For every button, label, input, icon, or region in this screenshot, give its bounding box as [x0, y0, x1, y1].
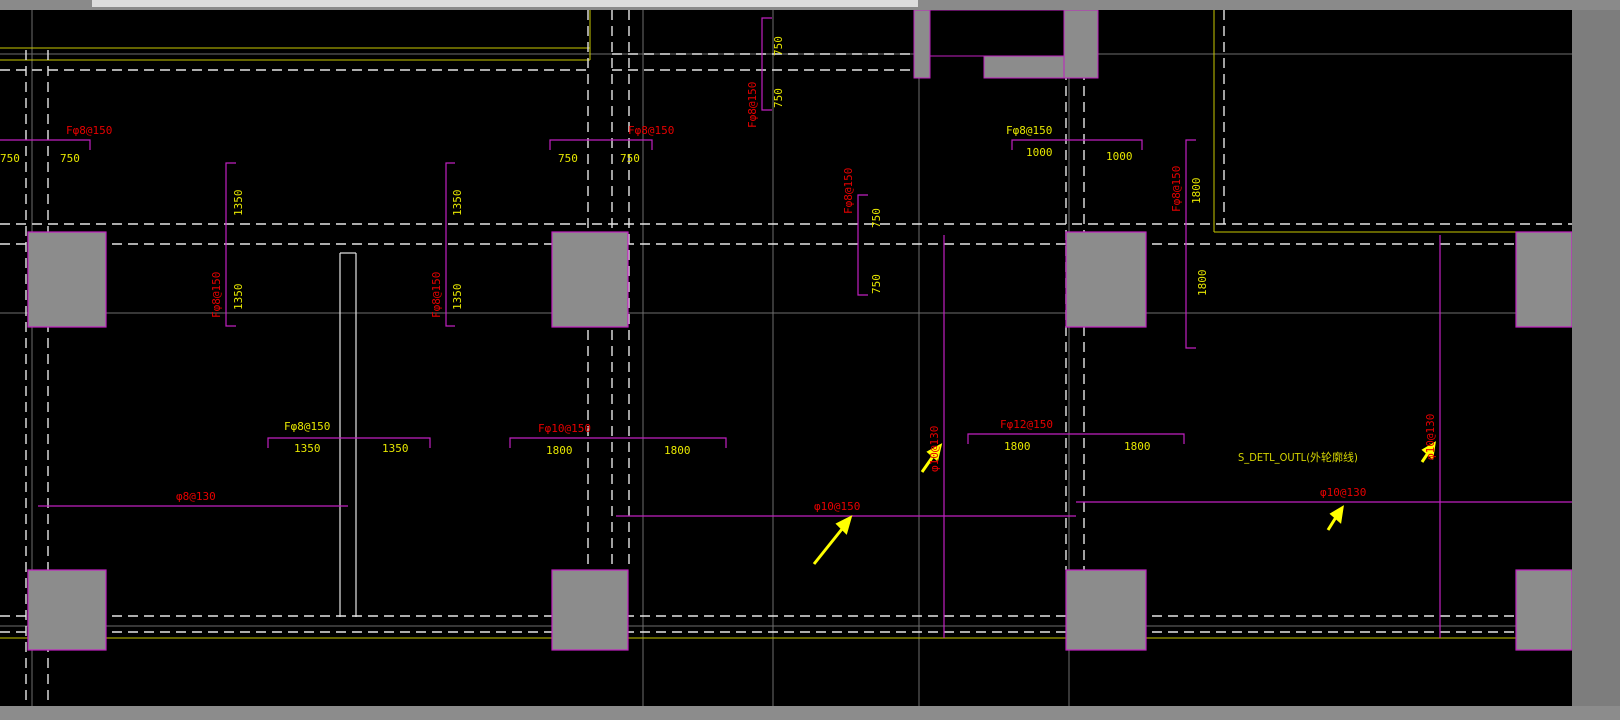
dimension-label: 1800	[546, 444, 573, 457]
column	[551, 569, 629, 651]
column	[27, 231, 107, 328]
rebar-label: Fφ8@150	[66, 124, 112, 137]
rebar-labels-vertical: Fφ8@150 Fφ8@150 Fφ8@150 Fφ8@150 Fφ8@150 …	[210, 82, 1437, 472]
wall-fill	[913, 10, 931, 79]
dimension-label: 1800	[1004, 440, 1031, 453]
dimension-label: 750	[60, 152, 80, 165]
column	[1515, 569, 1572, 651]
dimension-label: 750	[620, 152, 640, 165]
toolbar-tab-region[interactable]	[92, 0, 918, 7]
right-side-panel	[1572, 10, 1620, 710]
dimension-label: 1350	[451, 284, 464, 311]
rebar-label: Fφ8@150	[284, 420, 330, 433]
rebar-label: Fφ8@150	[628, 124, 674, 137]
dimension-labels-vertical: 750 750 1350 1350 1350 1350 750 750 1800…	[232, 36, 1209, 310]
dimension-label: 750	[870, 274, 883, 294]
rebar-label: φ8@130	[176, 490, 216, 503]
dimension-label: 1000	[1106, 150, 1133, 163]
dimension-label: 1350	[382, 442, 409, 455]
dimension-labels: 750 750 750 750 1000 1000 1350 1350 1800…	[0, 146, 1151, 457]
dimension-label: 1350	[232, 190, 245, 217]
pointer-arrow	[812, 523, 848, 565]
dimension-label: 750	[870, 208, 883, 228]
dimension-label: 1800	[664, 444, 691, 457]
grid-lines	[0, 10, 1572, 706]
dimension-label: 1350	[232, 284, 245, 311]
rebar-bracket	[549, 139, 653, 150]
rebar-bracket	[967, 433, 1185, 444]
dimension-label: 1800	[1124, 440, 1151, 453]
rebar-label: Fφ8@150	[210, 272, 223, 318]
dimension-label: 750	[558, 152, 578, 165]
rebar-bracket	[761, 17, 772, 111]
rebar-bracket	[857, 194, 868, 296]
pointer-arrow-head	[1421, 441, 1436, 460]
dashed-beams	[0, 10, 1572, 706]
rebar-label: Fφ10@150	[538, 422, 591, 435]
wall-fill	[983, 55, 1065, 79]
dimension-label: 1350	[451, 190, 464, 217]
dimension-label: 1000	[1026, 146, 1053, 159]
dimension-label: 750	[772, 88, 785, 108]
rebar-bracket	[225, 162, 236, 327]
rebar-bracket	[0, 139, 91, 150]
rebar-label: φ10@130	[928, 426, 941, 472]
wall-fill	[1063, 10, 1099, 79]
rebar-bracket	[509, 437, 727, 448]
rebar-label: Fφ8@150	[1170, 166, 1183, 212]
column	[1515, 231, 1572, 328]
dimension-label: 1800	[1190, 178, 1203, 205]
status-bar	[0, 706, 1620, 720]
column	[551, 231, 629, 328]
drawing-canvas[interactable]: Fφ8@150 Fφ8@150 Fφ8@150 Fφ10@150 Fφ12@15…	[0, 10, 1572, 706]
top-toolbar-strip	[0, 0, 1620, 10]
layer-name-tooltip: S_DETL_OUTL(外轮廓线)	[1238, 450, 1358, 464]
outline-lines	[0, 10, 1572, 639]
dimension-label: 1800	[1196, 270, 1209, 297]
columns	[27, 231, 1572, 651]
pointer-arrow-head	[835, 515, 853, 535]
rebar-label: φ10@130	[1424, 414, 1437, 460]
column	[1065, 231, 1147, 328]
dimension-label: 1350	[294, 442, 321, 455]
pointer-arrow-head	[1329, 505, 1344, 524]
rebar-label: φ10@150	[814, 500, 860, 513]
column	[27, 569, 107, 651]
rebar-label: Fφ12@150	[1000, 418, 1053, 431]
rebar-bracket	[445, 162, 455, 327]
rebar-bracket	[267, 437, 431, 448]
arrows	[812, 441, 1436, 565]
rebar-label: Fφ8@150	[842, 168, 855, 214]
rebar-bracket	[1185, 139, 1196, 349]
rebar-lines	[0, 17, 1572, 638]
dimension-label: 750	[772, 36, 785, 56]
rebar-label: φ10@130	[1320, 486, 1366, 499]
top-wall	[913, 10, 1099, 79]
rebar-label: Fφ8@150	[746, 82, 759, 128]
rebar-label: Fφ8@150	[430, 272, 443, 318]
pointer-arrow-head	[926, 443, 943, 462]
wall-opening	[929, 10, 1065, 57]
rebar-bracket	[1011, 139, 1143, 150]
column	[1065, 569, 1147, 651]
rebar-label: Fφ8@150	[1006, 124, 1052, 137]
dimension-label: 750	[0, 152, 20, 165]
rebar-labels: Fφ8@150 Fφ8@150 Fφ8@150 Fφ10@150 Fφ12@15…	[66, 124, 1366, 513]
beam-segments	[339, 252, 357, 617]
